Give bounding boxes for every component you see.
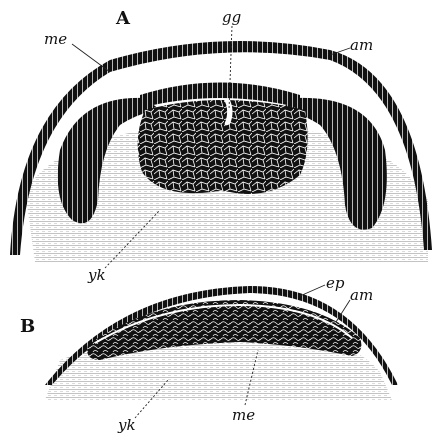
label-gg-a: gg	[222, 8, 241, 26]
panel-a: A gg me am yk	[10, 8, 432, 284]
panel-a-letter: A	[115, 8, 131, 29]
neural-mass-a	[138, 100, 308, 194]
label-me-b: me	[232, 406, 255, 424]
panel-b: B ep am yk me	[20, 274, 398, 434]
label-yk-b: yk	[117, 416, 136, 434]
panel-b-letter: B	[20, 316, 35, 337]
label-me-a: me	[44, 30, 67, 48]
label-am-a: am	[350, 36, 373, 54]
label-yk-a: yk	[87, 266, 106, 284]
label-ep-b: ep	[326, 274, 345, 292]
label-am-b: am	[350, 286, 373, 304]
